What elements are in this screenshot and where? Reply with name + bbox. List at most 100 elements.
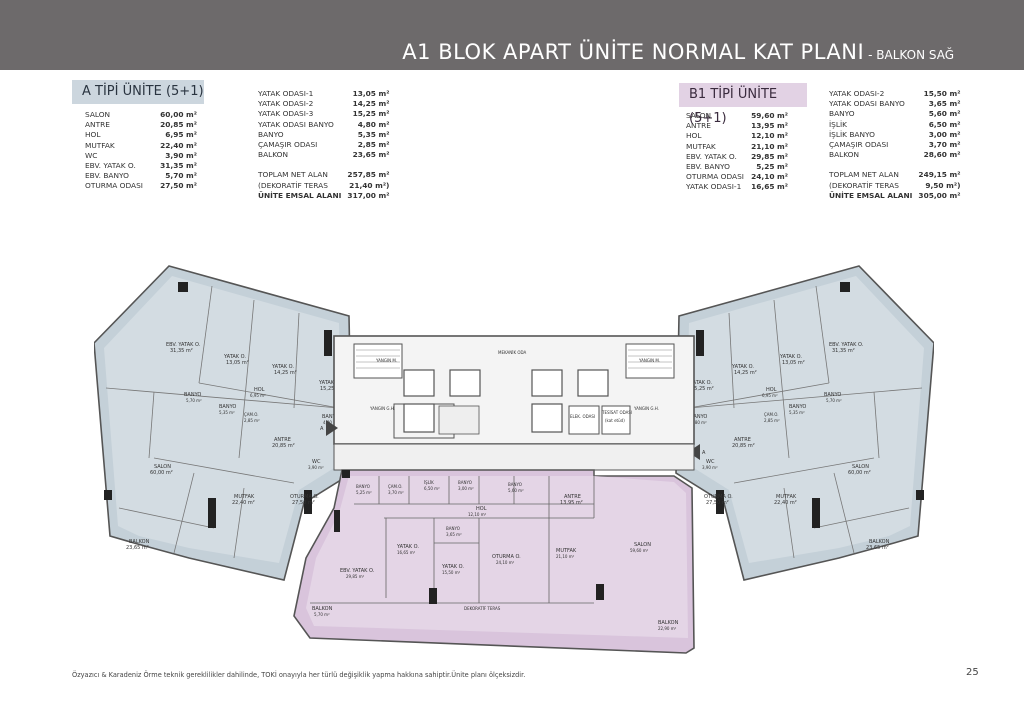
label-tesisat-sub: (kat etüd) — [605, 418, 625, 423]
spec-label: ÇAMAŞIR ODASI — [829, 140, 889, 150]
spec-label: YATAK ODASI-1 — [686, 182, 742, 192]
label-a-right-camasir-area: 2,85 m² — [764, 418, 780, 423]
spec-value: 6,95 m² — [165, 130, 197, 140]
spec-label: SALON — [85, 110, 111, 119]
spec-value: 28,60 m² — [923, 150, 961, 160]
spec-label: İŞLİK — [829, 119, 848, 129]
page-title-sub: - BALKON SAĞ — [868, 48, 954, 62]
label-b1-antre: ANTRE — [564, 494, 581, 500]
label-a-left-banyo-1: BANYO — [184, 392, 201, 398]
spec-value: 3,70 m² — [928, 140, 961, 150]
label-b1-banyo-3-area: 5,60 m² — [508, 488, 524, 493]
spec-value: 257,85 m² — [347, 170, 390, 180]
label-a-right-wc-area: 3,90 m² — [702, 465, 718, 470]
spec-label: YATAK ODASI-2 — [829, 89, 885, 98]
central-core: YANGIN M. YANGIN M. YANGIN G.H. YANGIN G… — [320, 335, 706, 471]
label-b1-oturma-area: 24,10 m² — [496, 560, 515, 565]
spec-value: 5,60 m² — [928, 109, 961, 119]
spec-row: EBV. YATAK O.29,85 m² — [686, 152, 788, 162]
spec-value: 13,05 m² — [352, 89, 390, 98]
label-b1-mutfak: MUTFAK — [556, 548, 577, 554]
label-a-right-yatak-1-area: 13,05 m² — [782, 360, 805, 366]
page-title-main: A1 BLOK APART ÜNİTE NORMAL KAT PLANI — [402, 40, 865, 64]
spec-label: ANTRE — [686, 121, 711, 131]
label-a-left-yatak-1-area: 13,05 m² — [226, 360, 249, 366]
label-a-left-banyo-2: BANYO — [219, 404, 236, 410]
label-a-left-banyo-3-area: 4,80 m² — [323, 420, 339, 425]
label-a-left-mutfak: MUTFAK — [234, 494, 255, 500]
label-a-left-wc-area: 3,90 m² — [308, 465, 324, 470]
label-b1-hol-area: 12,10 m² — [468, 512, 487, 517]
spec-row: YATAK ODASI-1 16,65 m² — [686, 182, 788, 192]
spec-value: 317,00 m² — [347, 190, 390, 200]
spec-value: 59,60 m² — [751, 111, 788, 120]
page-number: 25 — [966, 667, 979, 678]
spec-value: 5,70 m² — [165, 171, 197, 181]
spec-label: YATAK ODASI BANYO — [258, 119, 334, 129]
label-a-right-antre-area: 20,85 m² — [732, 443, 755, 449]
spec-label: BALKON — [829, 150, 860, 160]
spec-label: HOL — [686, 131, 702, 141]
label-b1-ebv-yatak: EBV. YATAK O. — [340, 568, 375, 574]
label-a-right-ebv-yatak: EBV. YATAK O. — [829, 342, 864, 348]
spec-label: YATAK ODASI-3 — [258, 109, 314, 119]
label-a-right-mutfak: MUTFAK — [776, 494, 797, 500]
label-a-right-balkon-area: 23,65 m² — [866, 545, 889, 551]
label-b1-camasir: ÇAM.O. — [388, 484, 403, 489]
spec-value: 2,85 m² — [357, 140, 390, 150]
label-b1-banyo-4-area: 3,65 m² — [446, 532, 462, 537]
spec-value: 27,50 m² — [160, 181, 197, 191]
spec-label: ANTRE — [85, 120, 110, 130]
label-a-left-yatak-3-area: 15,25 m² — [320, 386, 343, 392]
label-b1-dekoratif: DEKORATİF TERAS — [464, 606, 501, 611]
spec-label: TOPLAM NET ALAN — [258, 170, 328, 180]
spec-value: 15,25 m² — [352, 109, 390, 119]
label-a-right-camasir: ÇAM.O. — [764, 412, 779, 417]
spec-label: MUTFAK — [85, 140, 115, 150]
label-tesisat: TESİSAT ODASI — [601, 410, 632, 415]
label-a-left-banyo-1-area: 5,70 m² — [186, 398, 202, 403]
spec-value: 24,10 m² — [751, 172, 788, 182]
label-b1-salon-area: 59,60 m² — [630, 548, 649, 553]
label-a-left-hol: HOL — [254, 387, 265, 393]
label-mekanik: MEKANİK ODA — [498, 350, 526, 355]
label-b1-islik: İŞLİK — [424, 480, 434, 485]
label-a-left-antre-area: 20,85 m² — [272, 443, 295, 449]
spec-label: (DEKORATİF TERAS — [829, 180, 899, 190]
spec-label: WC — [85, 150, 98, 160]
label-a-right-yatak-3-area: 15,25 m² — [691, 386, 714, 392]
label-a-right-salon: SALON — [852, 464, 869, 470]
label-b1-balkon-2: BALKON — [658, 620, 679, 626]
label-b1-salon: SALON — [634, 542, 651, 548]
spec-value: 16,65 m² — [751, 182, 788, 192]
label-a-left-hol-area: 6,95 m² — [250, 393, 266, 398]
spec-row: BANYO 5,60 m² — [829, 109, 960, 119]
label-b1-ebv-yatak-area: 29,85 m² — [346, 574, 365, 579]
label-yangin-m-right: YANGIN M. — [638, 358, 660, 363]
spec-row: ÇAMAŞIR ODASI 3,70 m² — [829, 140, 960, 150]
label-yangin-gh-left: YANGIN G.H. — [369, 406, 395, 411]
label-b1-banyo-4: BANYO — [446, 526, 460, 531]
spec-label: ÇAMAŞIR ODASI — [258, 140, 318, 150]
label-a-left-yatak-2-area: 14,25 m² — [274, 370, 297, 376]
spec-label: BANYO — [829, 109, 855, 119]
label-b1-balkon-1: BALKON — [312, 606, 333, 612]
spec-label: BANYO — [258, 129, 284, 139]
spec-value: 249,15 m² — [918, 170, 961, 180]
spec-value: 9,50 m²) — [925, 180, 961, 190]
spec-row: BALKON 28,60 m² — [829, 150, 960, 160]
label-a-left-yatak-3: YATAK O. — [318, 380, 341, 386]
